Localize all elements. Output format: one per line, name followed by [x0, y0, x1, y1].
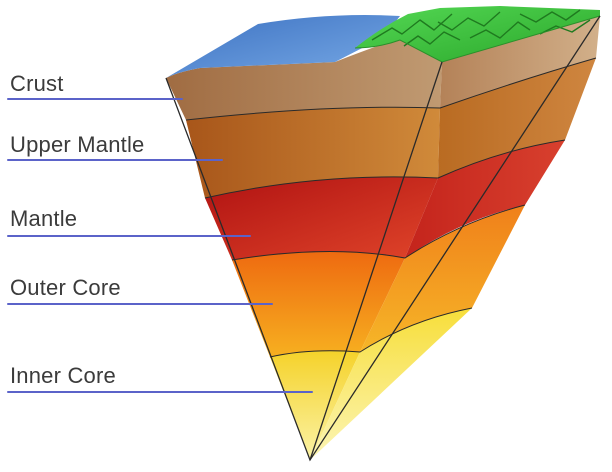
inner-core-label: Inner Core — [10, 363, 116, 389]
mantle-label: Mantle — [10, 206, 77, 232]
left-face — [166, 38, 442, 460]
crust-label: Crust — [10, 71, 64, 97]
outer-core-label: Outer Core — [10, 275, 121, 301]
upper-mantle-label: Upper Mantle — [10, 132, 144, 158]
